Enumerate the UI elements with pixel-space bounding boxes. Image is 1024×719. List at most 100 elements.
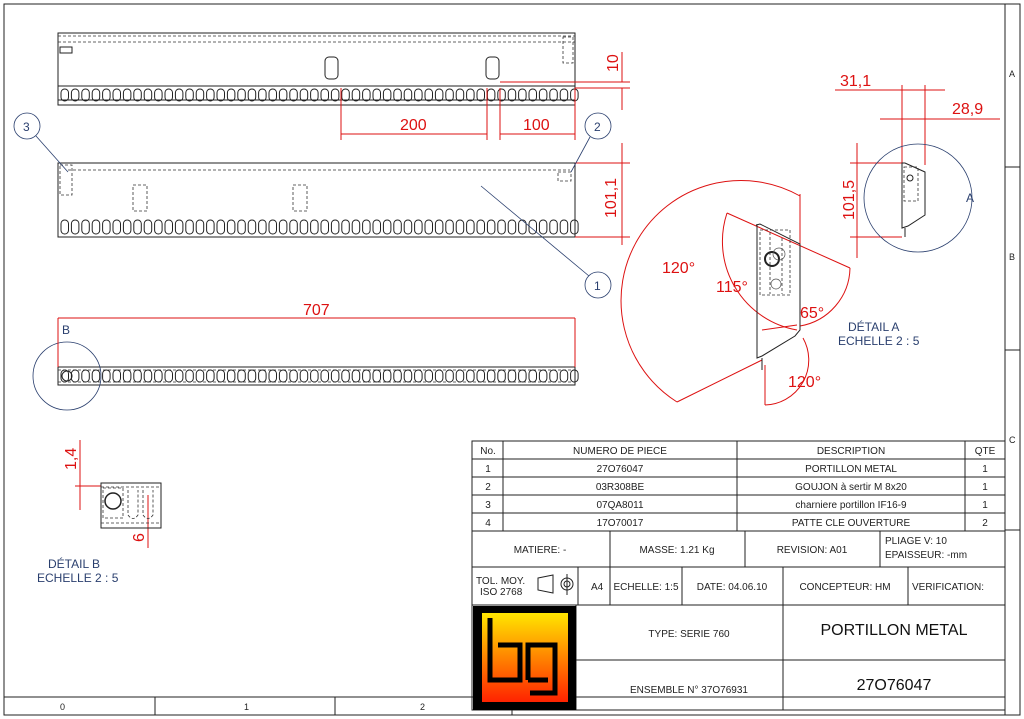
- louver-slot: [112, 88, 121, 102]
- louver-slot: [216, 88, 225, 102]
- balloon-2: 2: [594, 120, 601, 134]
- louver-slot: [299, 88, 309, 102]
- louver-slot: [195, 369, 205, 383]
- louver-slot: [486, 219, 496, 235]
- company-logo: [473, 606, 576, 710]
- detail-b-view: [100, 482, 162, 529]
- title-block: [471, 530, 1006, 711]
- bom-header: DESCRIPTION: [817, 446, 885, 457]
- zone-strip-right: [1004, 3, 1021, 716]
- dim-200: 200: [400, 117, 427, 134]
- epaisseur: EPAISSEUR: -mm: [885, 550, 967, 561]
- dim-101-5: 101,5: [841, 180, 858, 220]
- louver-slot: [424, 369, 433, 383]
- detail-a-title: DÉTAIL A: [848, 319, 899, 334]
- louver-slot: [341, 88, 350, 102]
- louver-slot: [299, 219, 309, 235]
- echelle: ECHELLE: 1:5: [613, 582, 678, 593]
- louver-slot: [91, 369, 101, 383]
- louver-slot: [310, 88, 319, 102]
- zone-label-0: 0: [60, 702, 65, 712]
- louver-slot: [330, 219, 340, 235]
- louver-slot: [466, 88, 475, 102]
- louver-slot: [185, 369, 194, 383]
- louver-slot: [351, 369, 361, 383]
- louver-slot: [174, 369, 184, 383]
- matiere: MATIERE: -: [514, 545, 567, 556]
- louver-slot: [60, 219, 69, 235]
- bom-header: NUMERO DE PIECE: [573, 446, 667, 457]
- louver-slot: [195, 88, 205, 102]
- bom-cell: 2: [485, 482, 491, 493]
- louver-slot: [133, 219, 142, 235]
- bom-header: No.: [480, 446, 496, 457]
- louver-slot: [247, 219, 257, 235]
- louver-slot: [518, 88, 527, 102]
- dim-707: 707: [303, 302, 330, 319]
- bom-cell: 2: [982, 518, 988, 529]
- louver-slot: [91, 88, 101, 102]
- louver-slot: [164, 88, 173, 102]
- louver-slot: [559, 369, 569, 383]
- detail-a-marker: A: [966, 191, 974, 205]
- zone-label-a: A: [1009, 69, 1015, 79]
- louver-slot: [393, 88, 402, 102]
- louver-slot: [133, 88, 142, 102]
- ensemble-number: ENSEMBLE N° 37O76931: [630, 685, 748, 696]
- dim-101-1: 101,1: [603, 178, 620, 218]
- louver-slot: [434, 219, 444, 235]
- louver-slot: [330, 369, 340, 383]
- louver-slot: [424, 88, 433, 102]
- louver-slot: [341, 369, 350, 383]
- louver-slot: [268, 219, 277, 235]
- masse: MASSE: 1.21 Kg: [639, 545, 714, 556]
- louver-slot: [216, 219, 225, 235]
- louver-slot: [299, 369, 309, 383]
- louver-slot: [528, 369, 537, 383]
- louver-slot: [237, 219, 246, 235]
- louver-slot: [164, 219, 173, 235]
- louver-slot: [486, 88, 496, 102]
- zone-label-c: C: [1009, 435, 1016, 445]
- louver-slot: [559, 219, 569, 235]
- louver-slot: [174, 219, 184, 235]
- dim-10: 10: [605, 54, 622, 72]
- bom-cell: charniere portillon IF16-9: [795, 500, 907, 511]
- louver-slot: [414, 88, 423, 102]
- bom-cell: 1: [982, 482, 988, 493]
- louver-slot: [226, 219, 236, 235]
- louver-slot: [466, 369, 475, 383]
- sheet-format: A4: [591, 582, 604, 593]
- louver-slot: [528, 219, 537, 235]
- louver-slot: [122, 369, 132, 383]
- louver-slot: [258, 219, 267, 235]
- louver-slot: [278, 369, 288, 383]
- louver-slot: [143, 369, 153, 383]
- bom-cell: 3: [485, 500, 491, 511]
- dim-31-1: 31,1: [840, 73, 871, 90]
- louver-slot: [372, 369, 381, 383]
- detail-a-circle: [863, 143, 973, 253]
- louver-slot: [455, 369, 465, 383]
- angle-65: 65°: [800, 305, 824, 322]
- louver-slot: [538, 219, 548, 235]
- louver-slot: [549, 219, 558, 235]
- louver-slot: [278, 219, 288, 235]
- louver-slot: [122, 219, 132, 235]
- louver-slot: [549, 369, 558, 383]
- louver-slot: [81, 88, 90, 102]
- detail-a-small-view: [863, 143, 973, 253]
- louver-slot: [320, 369, 329, 383]
- bom-table: [471, 440, 1006, 532]
- louver-slot: [414, 369, 423, 383]
- bom-cell: 27O76047: [597, 464, 644, 475]
- louver-slot: [403, 219, 413, 235]
- revision: REVISION: A01: [777, 545, 848, 556]
- louver-slot: [382, 369, 392, 383]
- louver-slot: [549, 88, 558, 102]
- louver-slot: [81, 369, 90, 383]
- bom-cell: GOUJON à sertir M 8x20: [795, 482, 907, 493]
- louver-slot: [393, 369, 402, 383]
- louver-slot: [112, 369, 121, 383]
- louver-slot: [466, 219, 475, 235]
